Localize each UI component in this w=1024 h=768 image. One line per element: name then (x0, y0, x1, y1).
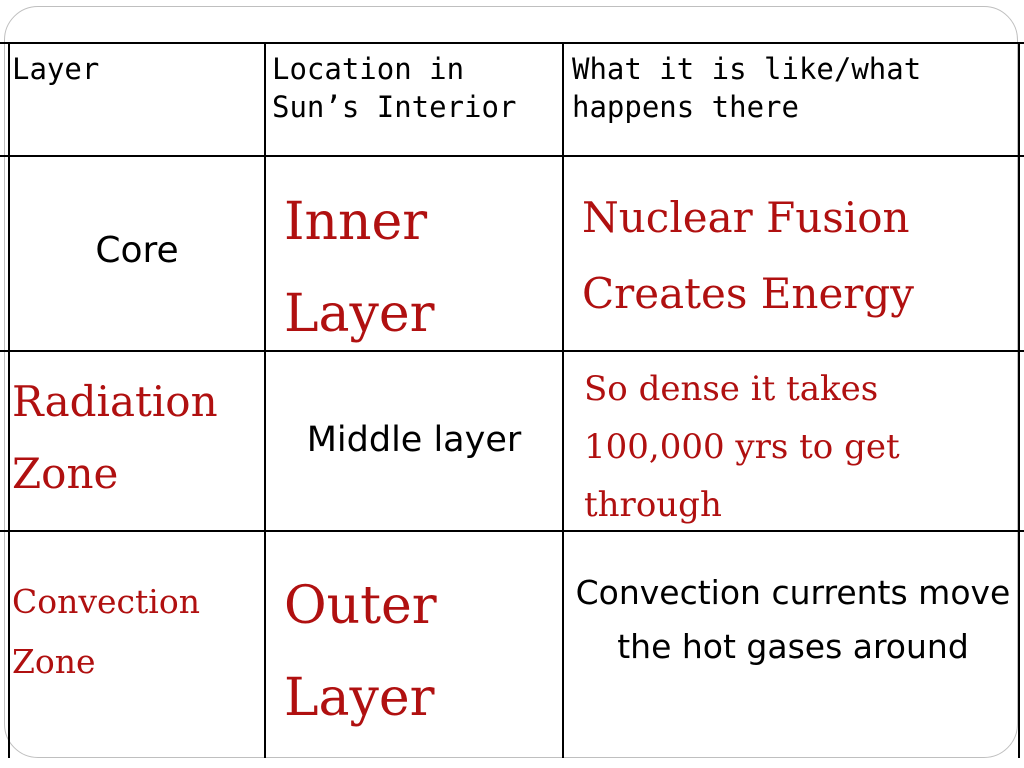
row1-layer: Core (95, 230, 179, 271)
table-border-col1 (264, 42, 266, 758)
row2-location: Middle layer (306, 420, 522, 460)
header-description: What it is like/what happens there (572, 52, 922, 124)
table-border-top (0, 42, 1024, 44)
row3-layer: Convection Zone (12, 582, 200, 681)
row2-description: So dense it takes 100,000 yrs to get thr… (584, 369, 900, 525)
table-border-col2 (562, 42, 564, 758)
row1-description: Nuclear Fusion Creates Energy (582, 193, 915, 318)
row3-location: Outer Layer (284, 576, 437, 728)
table-border-row1 (0, 350, 1024, 352)
slide-frame (4, 6, 1018, 758)
header-location: Location in Sun’s Interior (272, 52, 517, 124)
row2-layer: Radiation Zone (12, 377, 218, 498)
table-border-left (8, 42, 10, 758)
table-border-header (0, 155, 1024, 157)
row1-location: Inner Layer (284, 192, 435, 344)
table-border-row2 (0, 530, 1024, 532)
row3-description: Convection currents move the hot gases a… (575, 573, 1011, 666)
table-border-right (1018, 42, 1020, 758)
header-layer: Layer (12, 52, 100, 86)
